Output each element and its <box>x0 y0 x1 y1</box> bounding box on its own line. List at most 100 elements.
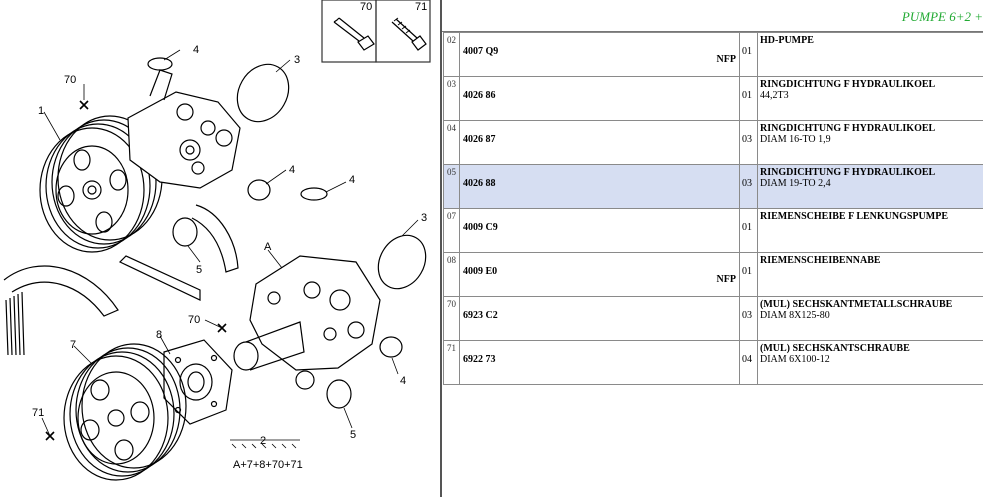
part-position: 04 <box>447 123 456 133</box>
callout-7: 7 <box>70 339 76 351</box>
callout-3b: 3 <box>421 212 427 224</box>
part-description-cell: RIEMENSCHEIBE F LENKUNGSPUMPE <box>757 208 983 253</box>
part-reference-cell[interactable]: 4026 86 <box>459 76 740 121</box>
part-quantity: 04 <box>742 354 752 365</box>
part-quantity: 01 <box>742 90 752 101</box>
part-description-detail: DIAM 19-TO 2,4 <box>760 178 831 189</box>
callout-4b: 4 <box>289 164 295 176</box>
part-reference: 4026 87 <box>463 134 496 145</box>
part-description-detail: DIAM 6X100-12 <box>760 354 830 365</box>
leader-lines <box>41 49 419 449</box>
part-quantity: 03 <box>742 310 752 321</box>
pulley-hub <box>163 339 233 425</box>
screw-label-71: 71 <box>415 1 427 13</box>
part-reference: 6923 C2 <box>463 310 498 321</box>
part-description: RINGDICHTUNG F HYDRAULIKOEL <box>760 123 936 134</box>
part-position: 03 <box>447 79 456 89</box>
hex-bolt-icon <box>333 17 375 51</box>
callout-8: 8 <box>156 329 162 341</box>
part-description-detail: DIAM 8X125-80 <box>760 310 830 321</box>
part-position-cell: 03 <box>443 76 460 121</box>
part-reference-cell[interactable]: 4009 C9 <box>459 208 740 253</box>
callout-4: 4 <box>193 44 199 56</box>
callout-labels: 1 2 3 3 4 4 4 4 5 5 7 8 70 70 71 A A+7+8… <box>32 1 427 471</box>
part-reference-cell[interactable]: 6922 73 <box>459 340 740 385</box>
part-position-cell: 04 <box>443 120 460 165</box>
part-reference-cell[interactable]: 4026 88 <box>459 164 740 209</box>
part-reference-cell[interactable]: 4007 Q9 NFP <box>459 32 740 77</box>
part-position-cell: 07 <box>443 208 460 253</box>
part-reference: 4007 Q9 <box>463 46 499 57</box>
screw-legend <box>321 0 431 63</box>
assembly-title: PUMPE 6+2 + <box>901 9 983 24</box>
part-quantity-cell: 01 <box>739 32 758 77</box>
callout-4c: 4 <box>349 174 355 186</box>
drive-belt <box>3 204 239 356</box>
part-position: 05 <box>447 167 456 177</box>
part-quantity: 01 <box>742 266 752 277</box>
callout-70b: 70 <box>188 314 200 326</box>
callout-5b: 5 <box>350 429 356 441</box>
part-reference-cell[interactable]: 6923 C2 <box>459 296 740 341</box>
parts-header: PUMPE 6+2 + <box>442 0 983 32</box>
part-description-detail: DIAM 16-TO 1,9 <box>760 134 831 145</box>
part-position: 70 <box>447 299 456 309</box>
pane-divider[interactable] <box>440 0 442 497</box>
part-description-cell: RIEMENSCHEIBENNABE <box>757 252 983 297</box>
part-quantity-cell: 01 <box>739 208 758 253</box>
part-reference: 6922 73 <box>463 354 496 365</box>
part-reference-cell[interactable]: 4026 87 <box>459 120 740 165</box>
callout-A: A <box>264 241 272 253</box>
part-quantity-cell: 04 <box>739 340 758 385</box>
part-quantity: 01 <box>742 222 752 233</box>
part-description-detail: 44,2T3 <box>760 90 789 101</box>
part-row[interactable]: 70 6923 C2 03 (MUL) SECHSKANTMETALLSCHRAUBE… <box>443 296 983 341</box>
part-reference: 4026 86 <box>463 90 496 101</box>
part-description: HD-PUMPE <box>760 35 814 46</box>
part-position: 08 <box>447 255 456 265</box>
part-row[interactable]: 02 4007 Q9 NFP 01 HD-PUMPE <box>443 32 983 77</box>
parts-list-pane: PUMPE 6+2 + 02 4007 Q9 NFP 01 HD-PUMPE 03 4026… <box>442 0 983 497</box>
callout-5: 5 <box>196 264 202 276</box>
part-description: RINGDICHTUNG F HYDRAULIKOEL <box>760 79 936 90</box>
assembly-formula: A+7+8+70+71 <box>233 459 303 471</box>
upper-pulley <box>39 115 163 253</box>
part-position-cell: 02 <box>443 32 460 77</box>
upper-pump <box>127 69 241 189</box>
part-quantity: 03 <box>742 134 752 145</box>
part-quantity-cell: 03 <box>739 164 758 209</box>
callout-71: 71 <box>32 407 44 419</box>
part-position: 02 <box>447 35 456 45</box>
screw-icon <box>391 17 427 51</box>
part-position-cell: 05 <box>443 164 460 209</box>
part-position-cell: 08 <box>443 252 460 297</box>
part-reference: 4009 E0 <box>463 266 498 277</box>
part-position: 71 <box>447 343 456 353</box>
nfp-flag: NFP <box>716 274 736 285</box>
lower-pulley <box>63 343 187 481</box>
part-description: (MUL) SECHSKANTSCHRAUBE <box>760 343 910 354</box>
part-row[interactable]: 08 4009 E0 NFP 01 RIEMENSCHEIBENNABE <box>443 252 983 297</box>
part-description: (MUL) SECHSKANTMETALLSCHRAUBE <box>760 299 953 310</box>
part-reference: 4026 88 <box>463 178 496 189</box>
exploded-parts-diagram[interactable]: 1 2 3 3 4 4 4 4 5 5 7 8 70 70 71 A A+7+8… <box>0 0 440 497</box>
part-quantity-cell: 01 <box>739 76 758 121</box>
diagram-svg: 1 2 3 3 4 4 4 4 5 5 7 8 70 70 71 A A+7+8… <box>3 0 431 481</box>
part-quantity: 03 <box>742 178 752 189</box>
callout-1: 1 <box>38 105 44 117</box>
callout-2: 2 <box>260 435 266 447</box>
part-reference-cell[interactable]: 4009 E0 NFP <box>459 252 740 297</box>
lower-pump <box>233 255 381 390</box>
part-quantity: 01 <box>742 46 752 57</box>
part-reference: 4009 C9 <box>463 222 498 233</box>
nfp-flag: NFP <box>716 54 736 65</box>
